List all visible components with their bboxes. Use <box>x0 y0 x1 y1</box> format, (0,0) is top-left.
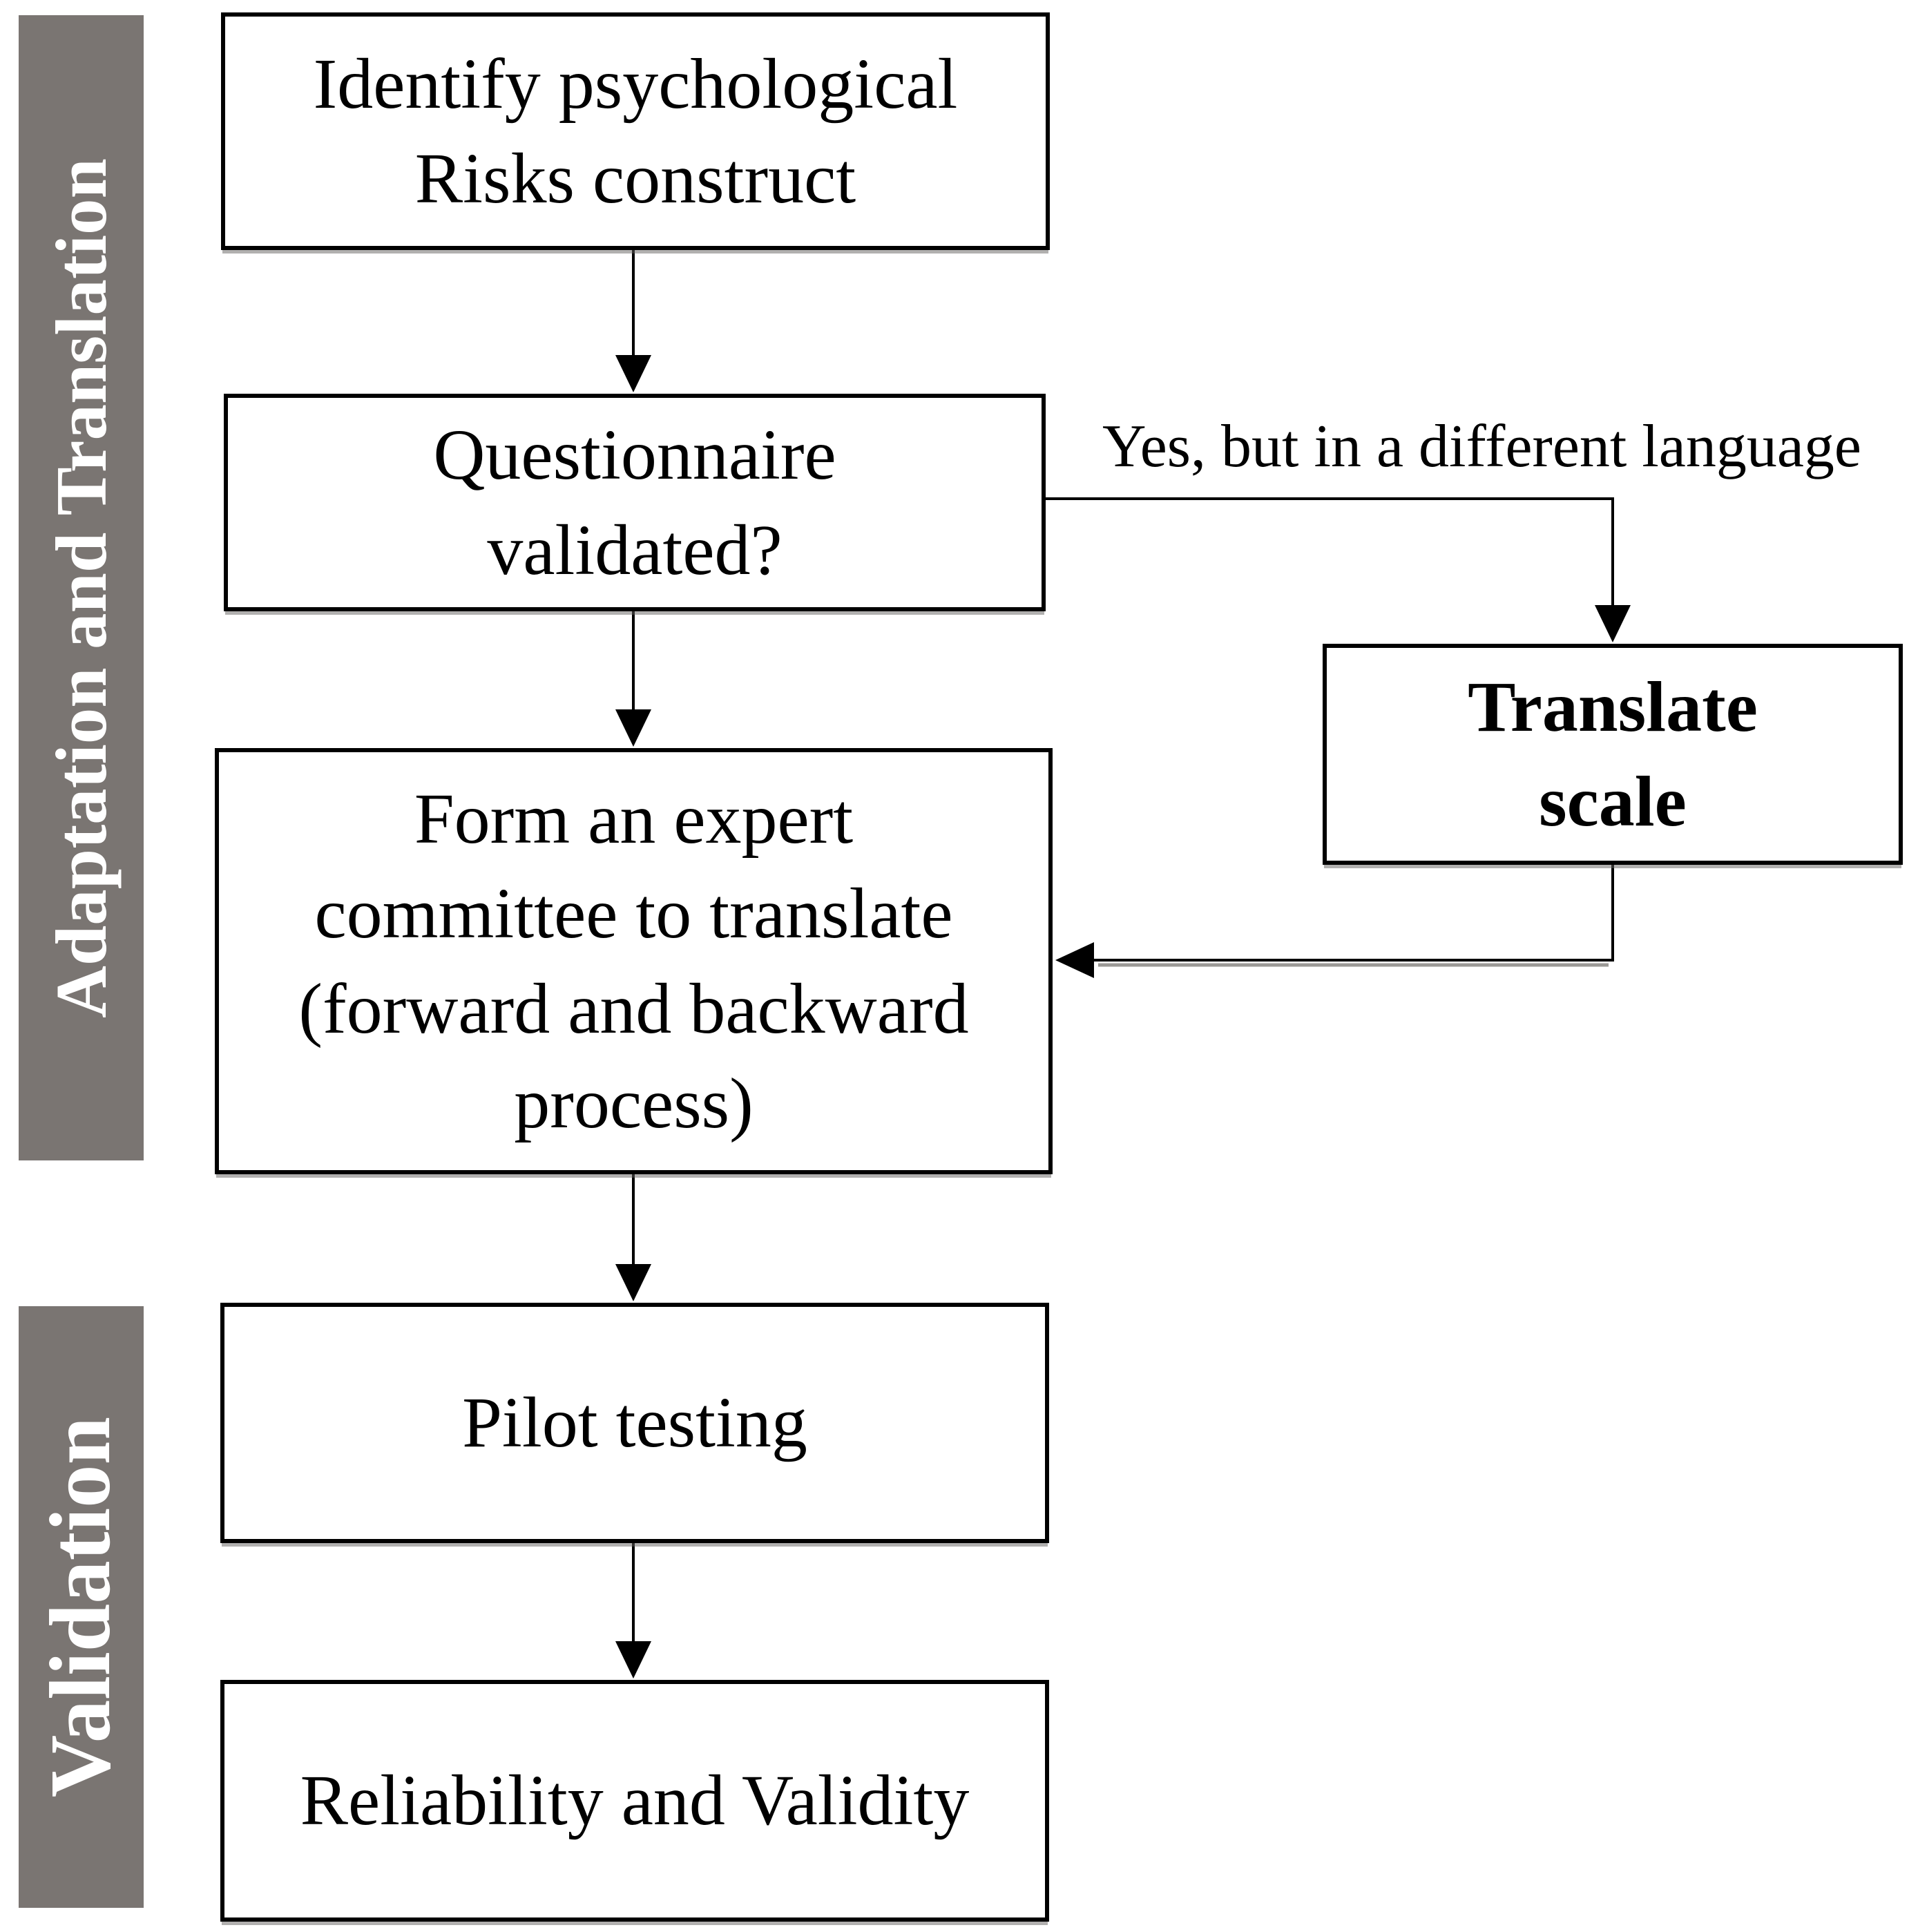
arrow-committee-to-pilot <box>615 1174 651 1301</box>
node-questionnaire-validated: Questionnaire validated? <box>224 394 1046 611</box>
node-pilot-testing: Pilot testing <box>220 1303 1049 1543</box>
phase-label-adaptation-and-translation: Adaptation and Translation <box>41 157 122 1018</box>
phase-label-validation: Validation <box>33 1416 128 1798</box>
node-identify-psychological-risks-construct: Identify psychological Risks construct <box>221 12 1050 250</box>
arrow-validated-to-committee <box>615 611 651 747</box>
phase-bar-adaptation-and-translation: Adaptation and Translation <box>19 15 144 1160</box>
node-translate-scale: Translate scale <box>1323 644 1903 865</box>
node-label-pilot: Pilot testing <box>462 1383 807 1463</box>
arrow-translate-to-committee <box>1055 865 1614 978</box>
node-form-expert-committee: Form an expert committee to translate (f… <box>215 748 1053 1174</box>
arrow-pilot-to-reliability <box>615 1543 651 1678</box>
edge-label-yes-different-language: Yes, but in a different language <box>1102 413 1861 480</box>
arrow-identify-to-validated <box>615 250 651 392</box>
node-label-translate: Translate scale <box>1468 667 1758 841</box>
arrow-validated-to-translate <box>1046 497 1631 642</box>
node-reliability-and-validity: Reliability and Validity <box>220 1680 1049 1922</box>
node-label-validated: Questionnaire validated? <box>433 415 836 590</box>
phase-bar-validation: Validation <box>19 1306 144 1908</box>
node-label-reliability: Reliability and Validity <box>300 1761 970 1841</box>
node-label-committee: Form an expert committee to translate (f… <box>298 778 969 1143</box>
node-label-identify: Identify psychological Risks construct <box>313 44 958 218</box>
